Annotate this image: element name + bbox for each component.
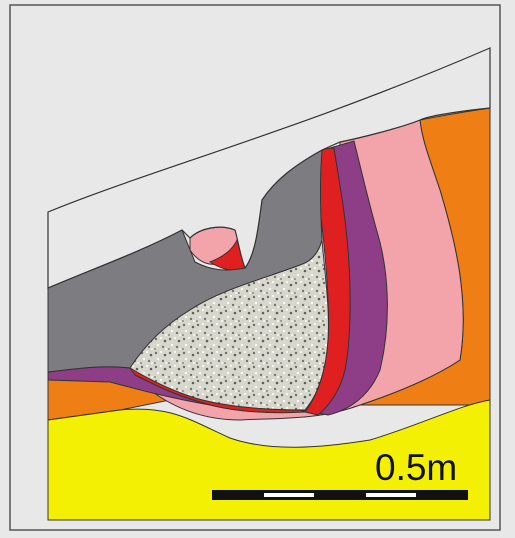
scale-bar-outline <box>212 490 468 500</box>
scale-bar-segment-light-1 <box>264 493 314 497</box>
scale-bar-label: 0.5m <box>375 447 457 488</box>
scale-bar-segment-light-2 <box>366 493 416 497</box>
